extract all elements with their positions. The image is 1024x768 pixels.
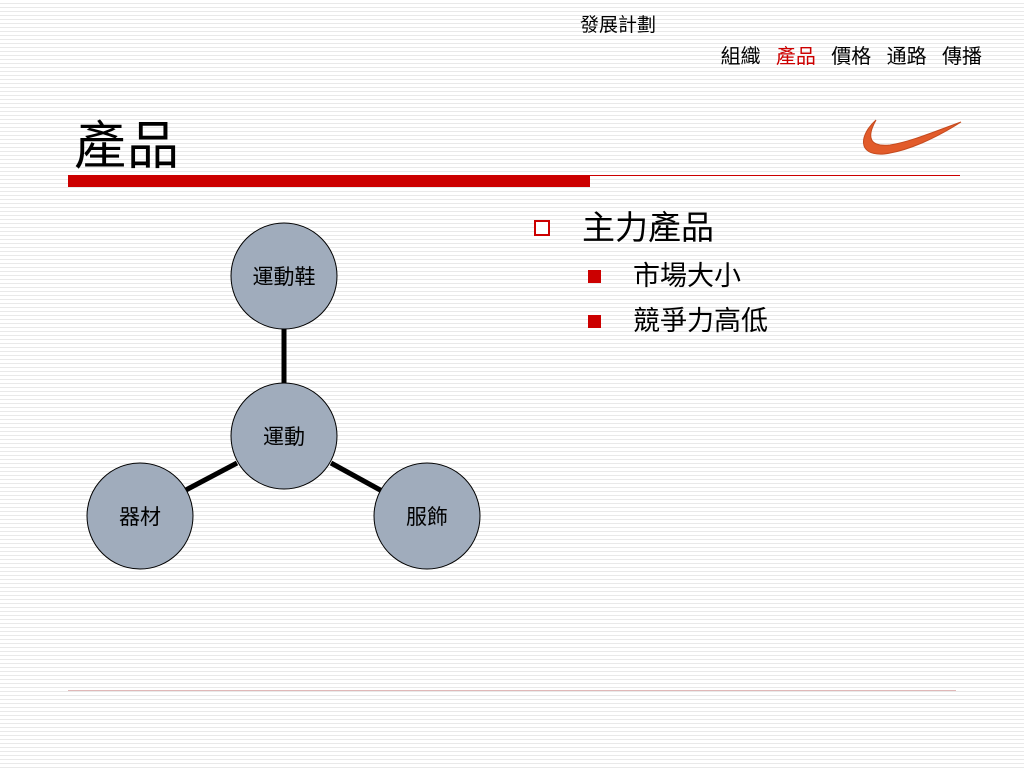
footer-divider [68,690,956,691]
nav-item-product[interactable]: 產品 [775,44,816,68]
nav-item-channel[interactable]: 通路 [886,44,927,68]
bullet-content: 主力產品 市場大小 競爭力高低 [534,202,768,344]
sub-bullet-list: 市場大小 競爭力高低 [588,254,768,344]
connector-right [329,460,384,494]
section-nav: 組織 產品 價格 通路 傳播 [712,40,982,69]
hollow-square-bullet-icon [534,220,550,236]
nav-item-organization[interactable]: 組織 [720,44,761,68]
bullet-main: 主力產品 [534,202,768,254]
diagram-node-right: 服飾 [373,462,481,570]
swoosh-logo-icon [863,119,962,155]
bullet-main-text: 主力產品 [582,208,714,247]
diagram-node-center: 運動 [230,382,338,490]
diagram-node-left-label: 器材 [119,505,161,529]
nav-item-price[interactable]: 價格 [831,44,872,68]
filled-square-bullet-icon [588,270,601,283]
plan-title: 發展計劃 [580,14,657,36]
sub-bullet-text: 市場大小 [633,261,741,292]
connector-left [182,460,239,494]
slide-title: 產品 [74,117,181,177]
diagram-node-left: 器材 [86,462,194,570]
sub-bullet-item: 競爭力高低 [588,299,768,344]
diagram-node-top: 運動鞋 [230,222,338,330]
diagram-connectors [182,327,384,494]
sub-bullet-text: 競爭力高低 [633,306,768,337]
title-underline-thick [68,175,590,187]
diagram-node-right-label: 服飾 [406,505,448,529]
filled-square-bullet-icon [588,315,601,328]
radial-diagram: 運動鞋 運動 器材 服飾 [86,222,481,570]
diagram-node-top-label: 運動鞋 [253,265,316,289]
diagram-node-center-label: 運動 [263,425,305,449]
title-underline-thin [590,175,960,176]
sub-bullet-item: 市場大小 [588,254,768,299]
nav-item-promotion[interactable]: 傳播 [942,44,982,68]
